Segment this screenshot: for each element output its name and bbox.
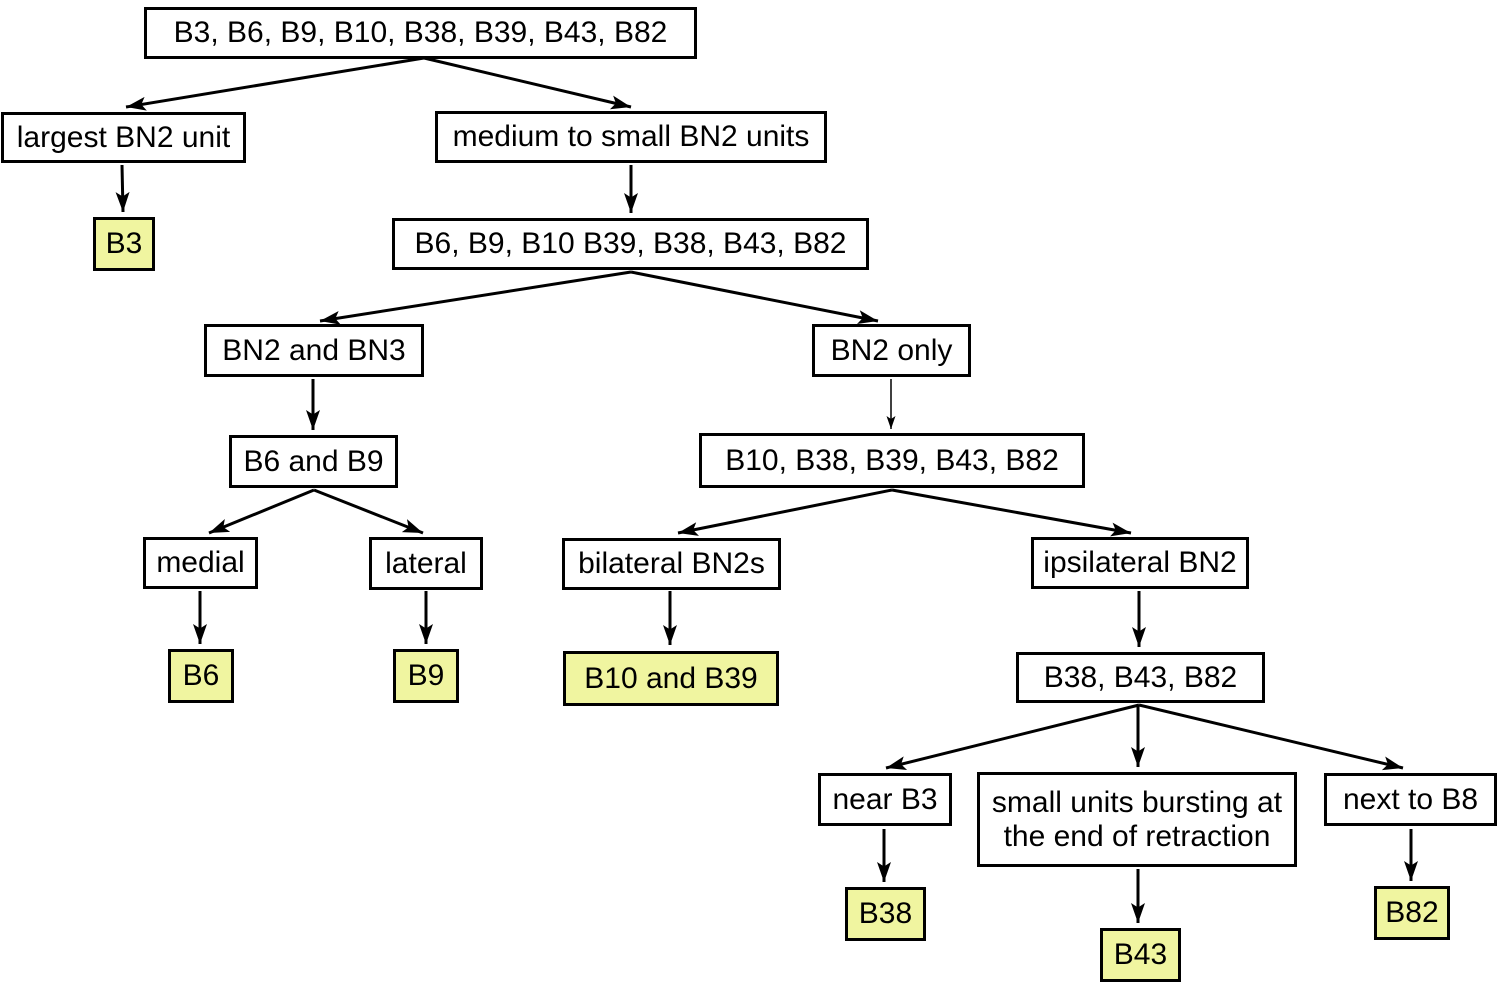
node-ipsilateral-bn2: ipsilateral BN2 bbox=[1031, 537, 1249, 589]
edge-group4-nexttob8 bbox=[1138, 703, 1404, 771]
node-small-units-bursting: small units bursting at the end of retra… bbox=[977, 772, 1297, 867]
node-root-units: B3, B6, B9, B10, B38, B39, B43, B82 bbox=[144, 7, 697, 59]
edge-root-largest bbox=[125, 56, 425, 111]
node-b3: B3 bbox=[93, 217, 155, 271]
node-largest-bn2-unit: largest BN2 unit bbox=[1, 112, 246, 163]
edge-group2-bn2bn3 bbox=[319, 270, 632, 325]
edge-group3-bilateral bbox=[677, 488, 893, 536]
edge-b6b9-medial bbox=[208, 488, 315, 535]
node-medium-small-bn2-units: medium to small BN2 units bbox=[435, 111, 827, 163]
node-bilateral-bn2s: bilateral BN2s bbox=[562, 538, 781, 590]
node-b10-and-b39: B10 and B39 bbox=[563, 651, 779, 706]
edge-b6b9-lateral bbox=[313, 488, 424, 535]
node-b6-and-b9: B6 and B9 bbox=[229, 435, 398, 488]
node-next-to-b8: next to B8 bbox=[1324, 773, 1497, 826]
edge-largest-b3 bbox=[115, 164, 130, 213]
node-group-b38-b43-b82: B38, B43, B82 bbox=[1016, 652, 1265, 703]
edge-group3-ipsilateral bbox=[891, 488, 1132, 537]
edge-group2-bn2only bbox=[630, 270, 879, 324]
node-b43: B43 bbox=[1100, 928, 1181, 982]
node-bn2-only: BN2 only bbox=[812, 324, 971, 377]
node-b82: B82 bbox=[1374, 886, 1450, 940]
node-lateral: lateral bbox=[369, 537, 483, 590]
node-bn2-and-bn3: BN2 and BN3 bbox=[204, 324, 424, 377]
node-medial: medial bbox=[143, 537, 258, 589]
node-b38: B38 bbox=[845, 887, 926, 941]
node-b6: B6 bbox=[168, 649, 234, 703]
edge-group4-nearb3 bbox=[885, 703, 1140, 770]
node-near-b3: near B3 bbox=[818, 773, 952, 826]
node-b9: B9 bbox=[393, 649, 459, 703]
edge-root-medium bbox=[423, 56, 632, 110]
node-group-b6-b82: B6, B9, B10 B39, B38, B43, B82 bbox=[392, 218, 869, 270]
node-group-b10-b82: B10, B38, B39, B43, B82 bbox=[699, 433, 1085, 488]
